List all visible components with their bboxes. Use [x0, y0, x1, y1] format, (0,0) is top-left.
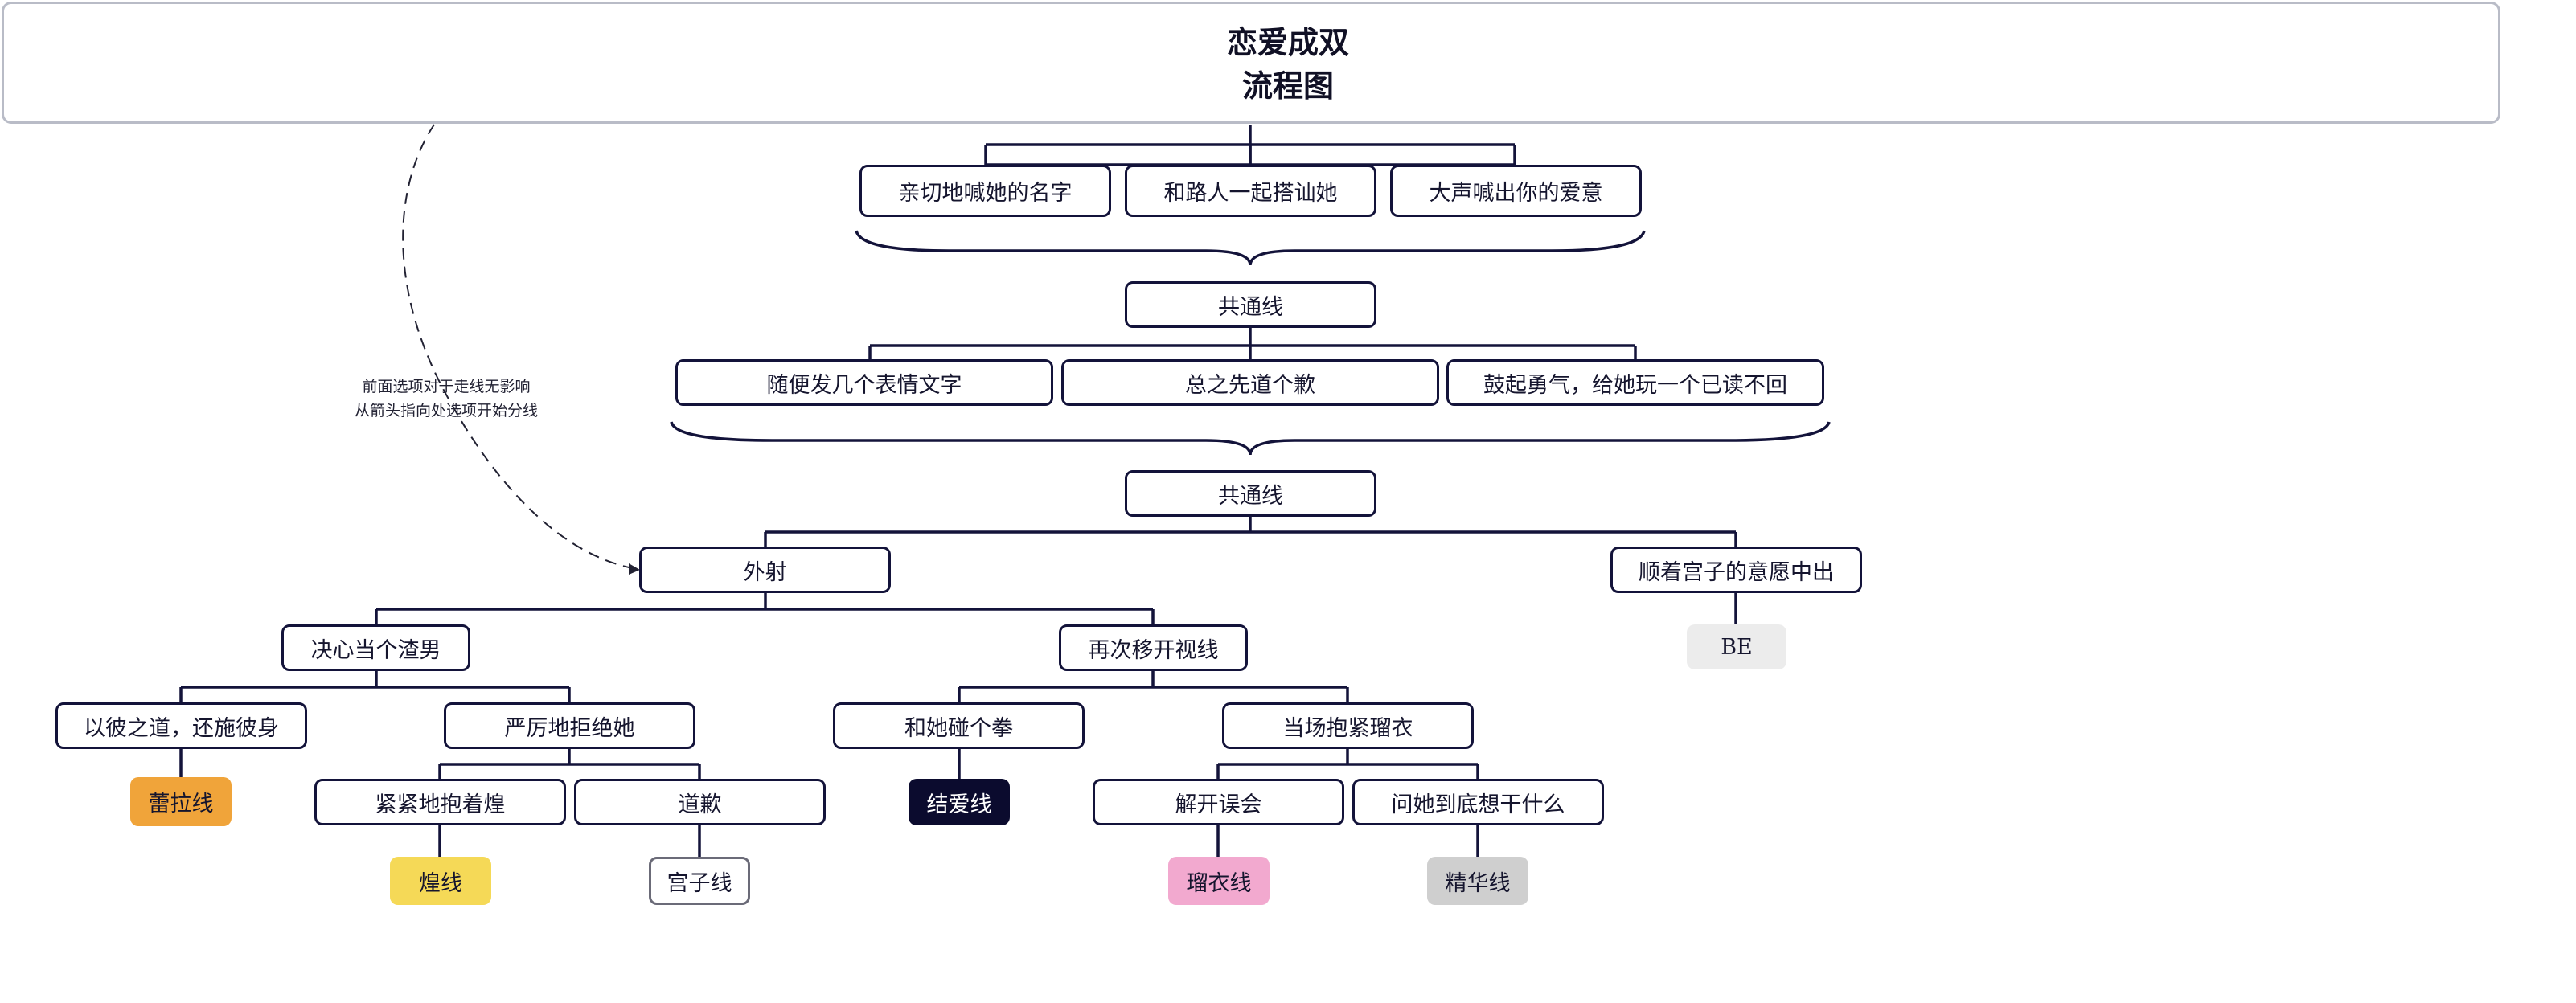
title-box	[2, 2, 2500, 124]
node-flirt-with-passerby: 和路人一起搭讪她	[1125, 165, 1376, 217]
route-laila: 蕾拉线	[130, 777, 232, 826]
node-apologize: 道歉	[574, 779, 826, 825]
node-look-away-again: 再次移开视线	[1059, 624, 1248, 671]
route-be: BE	[1687, 624, 1786, 669]
node-hold-kou-tight: 紧紧地抱着煌	[314, 779, 566, 825]
node-follow-miyako-wish: 顺着宫子的意愿中出	[1610, 547, 1862, 593]
node-common-route-2: 共通线	[1125, 470, 1376, 517]
route-love: 结爱线	[909, 779, 1010, 825]
node-reject-her: 严厉地拒绝她	[444, 702, 695, 749]
node-send-emoji: 随便发几个表情文字	[675, 359, 1053, 406]
node-ask-what-she-wants: 问她到底想干什么	[1352, 779, 1604, 825]
node-call-her-name: 亲切地喊她的名字	[859, 165, 1111, 217]
annotation-line1: 前面选项对于走线无影响	[362, 378, 531, 395]
node-shout-love: 大声喊出你的爱意	[1390, 165, 1642, 217]
diagram-title-line2: 流程图	[1241, 68, 1334, 104]
route-miyako: 宫子线	[649, 857, 750, 905]
route-essence: 精华线	[1427, 857, 1528, 905]
node-fist-bump: 和她碰个拳	[833, 702, 1085, 749]
node-tit-for-tat: 以彼之道，还施彼身	[55, 702, 307, 749]
node-common-route-1: 共通线	[1125, 281, 1376, 328]
annotation-line2: 从箭头指向处选项开始分线	[354, 402, 538, 420]
diagram-title-line1: 恋爱成双	[1226, 25, 1349, 60]
route-ruii: 瑠衣线	[1168, 857, 1270, 905]
node-read-no-reply: 鼓起勇气，给她玩一个已读不回	[1446, 359, 1824, 406]
node-hug-ruii: 当场抱紧瑠衣	[1222, 702, 1474, 749]
node-be-a-scumbag: 决心当个渣男	[281, 624, 470, 671]
route-kou: 煌线	[390, 857, 491, 905]
node-clear-misunderstanding: 解开误会	[1093, 779, 1344, 825]
node-shoot: 外射	[639, 547, 891, 593]
node-apologize-first: 总之先道个歉	[1061, 359, 1439, 406]
